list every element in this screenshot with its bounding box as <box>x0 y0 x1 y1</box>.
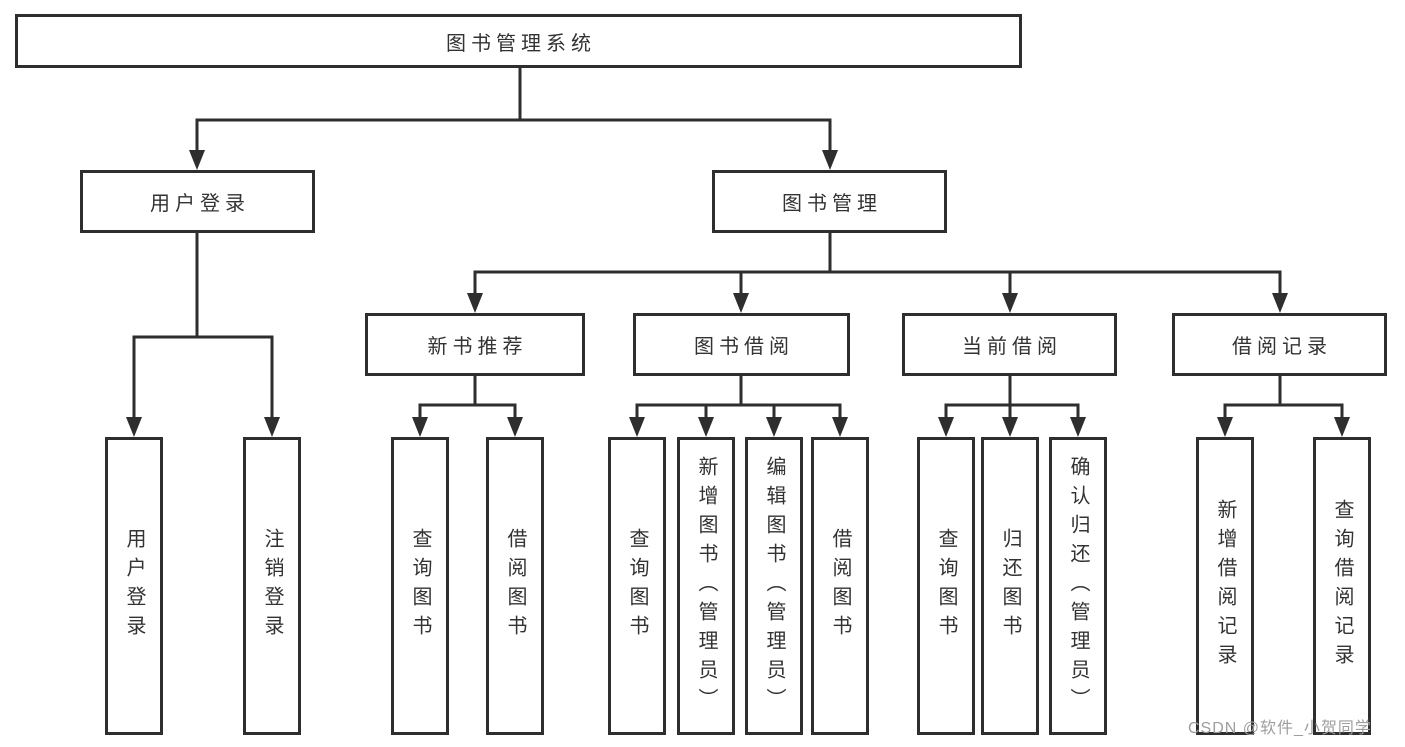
leaf-borrowing-add-books-admin: 新增图书（管理员） <box>677 437 735 735</box>
leaf-label: 查询图书 <box>626 528 648 644</box>
leaf-current-query-books: 查询图书 <box>917 437 975 735</box>
leaf-label: 借阅图书 <box>829 528 851 644</box>
leaf-current-return-books: 归还图书 <box>981 437 1039 735</box>
leaf-label: 用户登录 <box>123 528 145 644</box>
leaf-label: 查询借阅记录 <box>1331 499 1353 673</box>
csdn-watermark: CSDN @软件_小贺同学 <box>1188 720 1372 737</box>
leaf-label: 新增图书（管理员） <box>695 455 717 717</box>
leaf-label: 查询图书 <box>409 528 431 644</box>
node-borrowing-records: 借阅记录 <box>1172 313 1387 376</box>
leaf-user-login: 用户登录 <box>105 437 163 735</box>
leaf-label: 借阅图书 <box>504 528 526 644</box>
leaf-borrowing-query-books: 查询图书 <box>608 437 666 735</box>
node-book-management: 图书管理 <box>712 170 947 233</box>
leaf-newbook-borrow-books: 借阅图书 <box>486 437 544 735</box>
node-book-borrowing: 图书借阅 <box>633 313 850 376</box>
leaf-label: 编辑图书（管理员） <box>763 455 785 717</box>
node-user-login: 用户登录 <box>80 170 315 233</box>
leaf-newbook-query-books: 查询图书 <box>391 437 449 735</box>
leaf-label: 确认归还（管理员） <box>1067 455 1089 717</box>
node-current-borrowing: 当前借阅 <box>902 313 1117 376</box>
leaf-borrowing-edit-books-admin: 编辑图书（管理员） <box>745 437 803 735</box>
leaf-borrowing-borrow-books: 借阅图书 <box>811 437 869 735</box>
leaf-records-add-record: 新增借阅记录 <box>1196 437 1254 735</box>
leaf-records-query-record: 查询借阅记录 <box>1313 437 1371 735</box>
node-new-book-recommendation: 新书推荐 <box>365 313 585 376</box>
leaf-label: 归还图书 <box>999 528 1021 644</box>
node-library-management-system: 图书管理系统 <box>15 14 1022 68</box>
leaf-label: 注销登录 <box>261 528 283 644</box>
leaf-label: 查询图书 <box>935 528 957 644</box>
leaf-label: 新增借阅记录 <box>1214 499 1236 673</box>
leaf-logout: 注销登录 <box>243 437 301 735</box>
leaf-current-confirm-return-admin: 确认归还（管理员） <box>1049 437 1107 735</box>
